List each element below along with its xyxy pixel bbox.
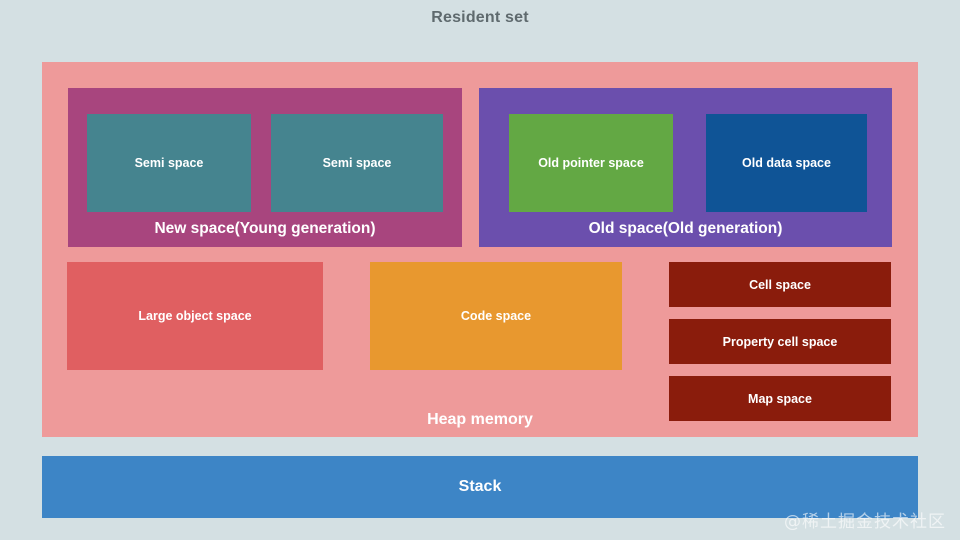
new-space-panel: Semi space Semi space New space(Young ge… bbox=[68, 88, 462, 247]
old-space-panel: Old pointer space Old data space Old spa… bbox=[479, 88, 892, 247]
code-space-box: Code space bbox=[370, 262, 622, 370]
property-cell-space-box: Property cell space bbox=[669, 319, 891, 364]
page-title: Resident set bbox=[431, 9, 529, 26]
new-space-label: New space(Young generation) bbox=[154, 220, 376, 237]
old-pointer-space-box: Old pointer space bbox=[509, 114, 673, 212]
stack-bar: Stack bbox=[42, 456, 918, 518]
semi-space-box-2: Semi space bbox=[271, 114, 443, 212]
map-space-box: Map space bbox=[669, 376, 891, 421]
old-space-label: Old space(Old generation) bbox=[588, 220, 783, 237]
heap-memory-label: Heap memory bbox=[427, 411, 533, 428]
large-object-space-box: Large object space bbox=[67, 262, 323, 370]
semi-space-box-1: Semi space bbox=[87, 114, 251, 212]
cell-space-box: Cell space bbox=[669, 262, 891, 307]
old-data-space-box: Old data space bbox=[706, 114, 867, 212]
heap-memory-panel: Semi space Semi space New space(Young ge… bbox=[42, 62, 918, 437]
